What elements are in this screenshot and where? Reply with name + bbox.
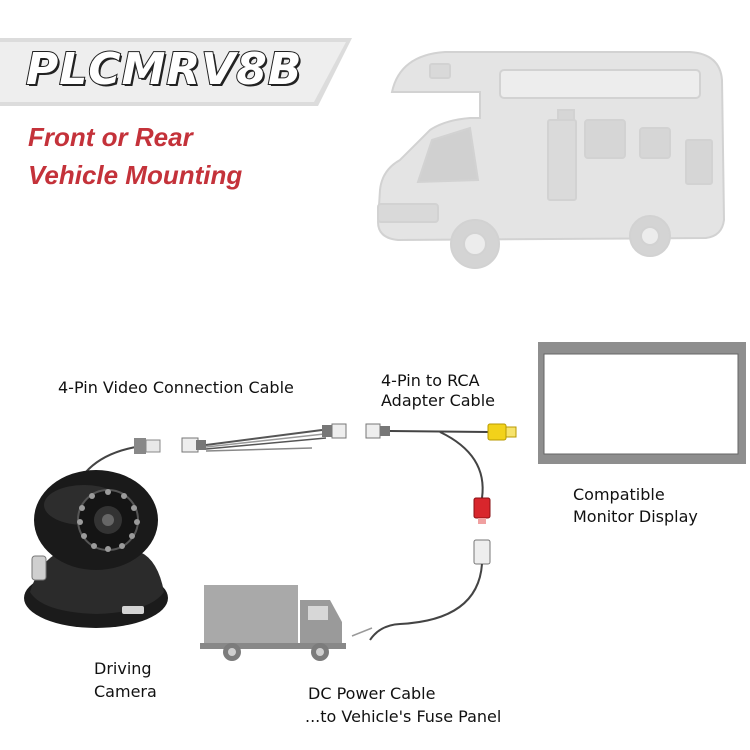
video-connection-cable [181, 423, 347, 453]
camera-label-line1: Driving [94, 659, 152, 678]
camera-label-line2: Camera [94, 682, 157, 701]
rv-illustration [376, 51, 726, 269]
camera-lead-connector [134, 438, 161, 454]
power-label-line1: DC Power Cable [308, 684, 436, 703]
monitor-label-line1: Compatible [573, 485, 665, 504]
title-banner [0, 38, 352, 106]
model-name: PLCMRV8B [25, 43, 303, 96]
dome-camera [24, 470, 168, 628]
tagline-line1: Front or Rear [28, 122, 193, 152]
video-cable-label: 4-Pin Video Connection Cable [58, 378, 294, 397]
truck-illustration [200, 585, 346, 661]
rca-adapter-cable [351, 423, 517, 641]
adapter-label-line2: Adapter Cable [381, 391, 495, 410]
power-label-line2: ...to Vehicle's Fuse Panel [305, 707, 502, 726]
monitor-display [538, 342, 746, 464]
monitor-label-line2: Monitor Display [573, 507, 698, 526]
adapter-label-line1: 4-Pin to RCA [381, 371, 480, 390]
tagline-line2: Vehicle Mounting [28, 160, 243, 190]
